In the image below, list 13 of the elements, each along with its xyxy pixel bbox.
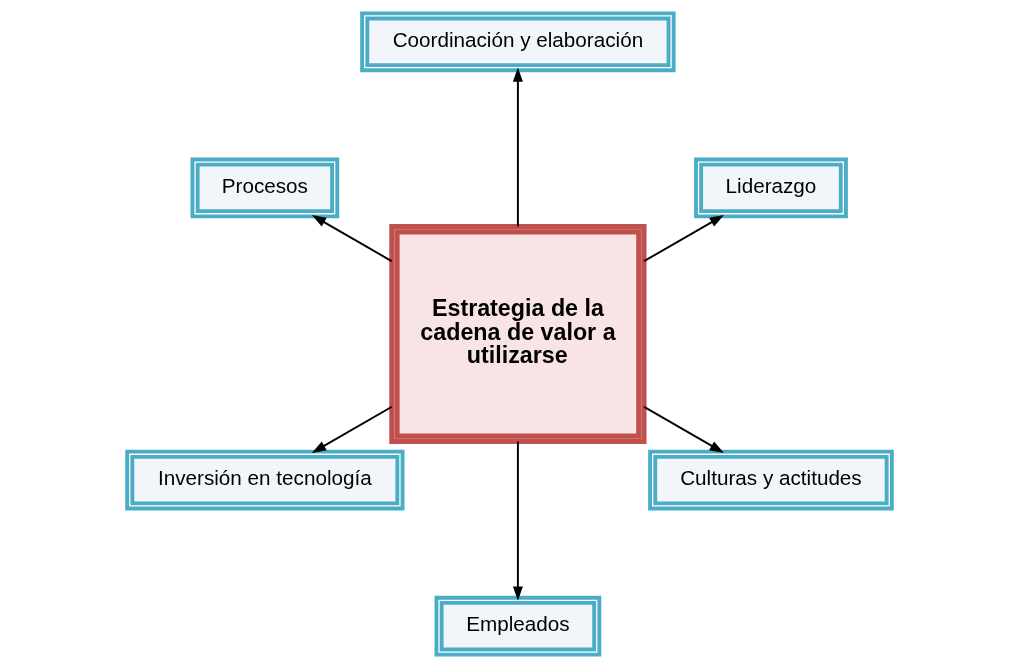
arrow [512, 67, 523, 228]
node-box: Estrategia de la cadena de valor a utilizarse [389, 224, 647, 444]
arrow [512, 440, 523, 601]
arrow [311, 215, 393, 263]
node-box: Culturas y actitudes [648, 449, 894, 511]
node-box: Liderazgo [694, 157, 848, 219]
node-box: Empleados [434, 595, 602, 657]
node-box: Coordinación y elaboración [360, 11, 676, 73]
node-box: Procesos [190, 157, 340, 219]
arrow [311, 405, 393, 453]
arrow [643, 405, 724, 453]
node-box: Inversión en tecnología [125, 449, 405, 511]
arrow [643, 215, 724, 263]
